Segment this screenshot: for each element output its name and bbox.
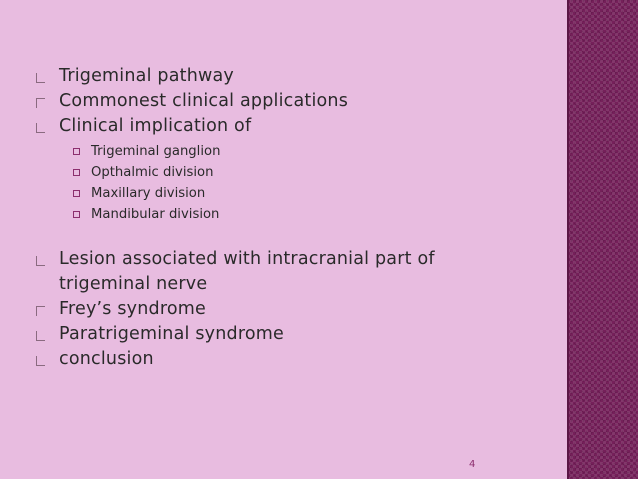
sub-list-item-text: Opthalmic division: [91, 165, 214, 180]
corner-bracket-icon: [36, 256, 45, 266]
corner-bracket-icon: [36, 73, 45, 83]
list-item-text: Lesion associated with intracranial part…: [59, 249, 435, 294]
list-item: Paratrigeminal syndrome: [36, 322, 546, 347]
hollow-square-icon: [73, 148, 80, 155]
list-item-text: Frey’s syndrome: [59, 299, 206, 319]
sub-list-item-text: Maxillary division: [91, 186, 206, 201]
sub-list-item: Opthalmic division: [36, 162, 546, 183]
list-item-text: Trigeminal pathway: [59, 66, 234, 86]
corner-bracket-icon: [36, 306, 45, 316]
list-item-text: Commonest clinical applications: [59, 91, 349, 111]
hollow-square-icon: [73, 190, 80, 197]
corner-bracket-icon: [36, 123, 45, 133]
list-item: conclusion: [36, 347, 546, 372]
corner-bracket-icon: [36, 98, 45, 108]
sub-list-item: Mandibular division: [36, 204, 546, 225]
list-item: Commonest clinical applications: [36, 89, 546, 114]
list-item: Frey’s syndrome: [36, 297, 546, 322]
bullet-list: Trigeminal pathway Commonest clinical ap…: [36, 64, 546, 372]
sub-list-item: Maxillary division: [36, 183, 546, 204]
list-item-text: Paratrigeminal syndrome: [59, 324, 284, 344]
list-item-text: conclusion: [59, 349, 154, 369]
list-item: Clinical implication of: [36, 114, 546, 139]
list-item: Trigeminal pathway: [36, 64, 546, 89]
list-spacer: [36, 225, 546, 247]
decorative-side-strip: [567, 0, 638, 479]
corner-bracket-icon: [36, 356, 45, 366]
hollow-square-icon: [73, 211, 80, 218]
corner-bracket-icon: [36, 331, 45, 341]
sub-list-item: Trigeminal ganglion: [36, 141, 546, 162]
sub-list-item-text: Trigeminal ganglion: [91, 144, 221, 159]
list-item-text: Clinical implication of: [59, 116, 252, 136]
side-strip-edge: [567, 0, 569, 479]
hollow-square-icon: [73, 169, 80, 176]
sub-list-item-text: Mandibular division: [91, 207, 220, 222]
list-item: Lesion associated with intracranial part…: [36, 247, 489, 297]
page-number: 4: [469, 459, 476, 470]
